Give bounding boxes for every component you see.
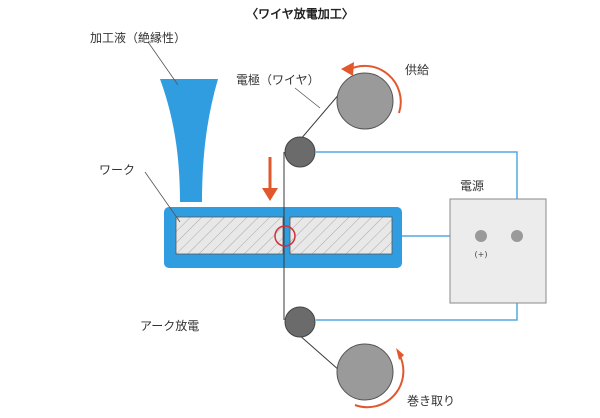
workpiece-right xyxy=(289,216,393,255)
takeup-rotation-arrow xyxy=(354,355,405,409)
lower-guide-roller xyxy=(284,306,316,338)
fluid-leader-line xyxy=(147,41,179,86)
supply-label: 供給 xyxy=(405,63,429,77)
power-supply-box xyxy=(449,198,547,304)
power-terminal-minus xyxy=(511,230,523,242)
supply-arrowhead xyxy=(341,62,354,76)
power-terminal-plus xyxy=(475,230,487,242)
diagram-title: 〈ワイヤ放電加工〉 xyxy=(246,6,354,21)
work-label: ワーク xyxy=(99,163,135,177)
fluid-nozzle xyxy=(160,79,218,202)
electrode-leader-line xyxy=(294,87,321,109)
takeup-arrowhead xyxy=(396,348,404,360)
arc-label: アーク放電 xyxy=(140,318,199,333)
power-label: 電源 xyxy=(460,179,484,193)
plus-terminal-label: (+) xyxy=(475,250,488,259)
fluid-label: 加工液（絶縁性） xyxy=(90,30,186,45)
takeup-spool xyxy=(336,343,394,401)
supply-rotation-arrow xyxy=(347,64,402,114)
work-leader-line xyxy=(144,171,181,223)
takeup-label: 巻き取り xyxy=(407,394,455,408)
electrode-label: 電極（ワイヤ） xyxy=(236,72,320,87)
supply-spool xyxy=(336,72,394,130)
upper-guide-roller xyxy=(284,136,316,168)
arc-discharge-point xyxy=(274,225,296,247)
feed-arrowhead xyxy=(262,188,278,201)
workpiece-left xyxy=(175,216,284,255)
